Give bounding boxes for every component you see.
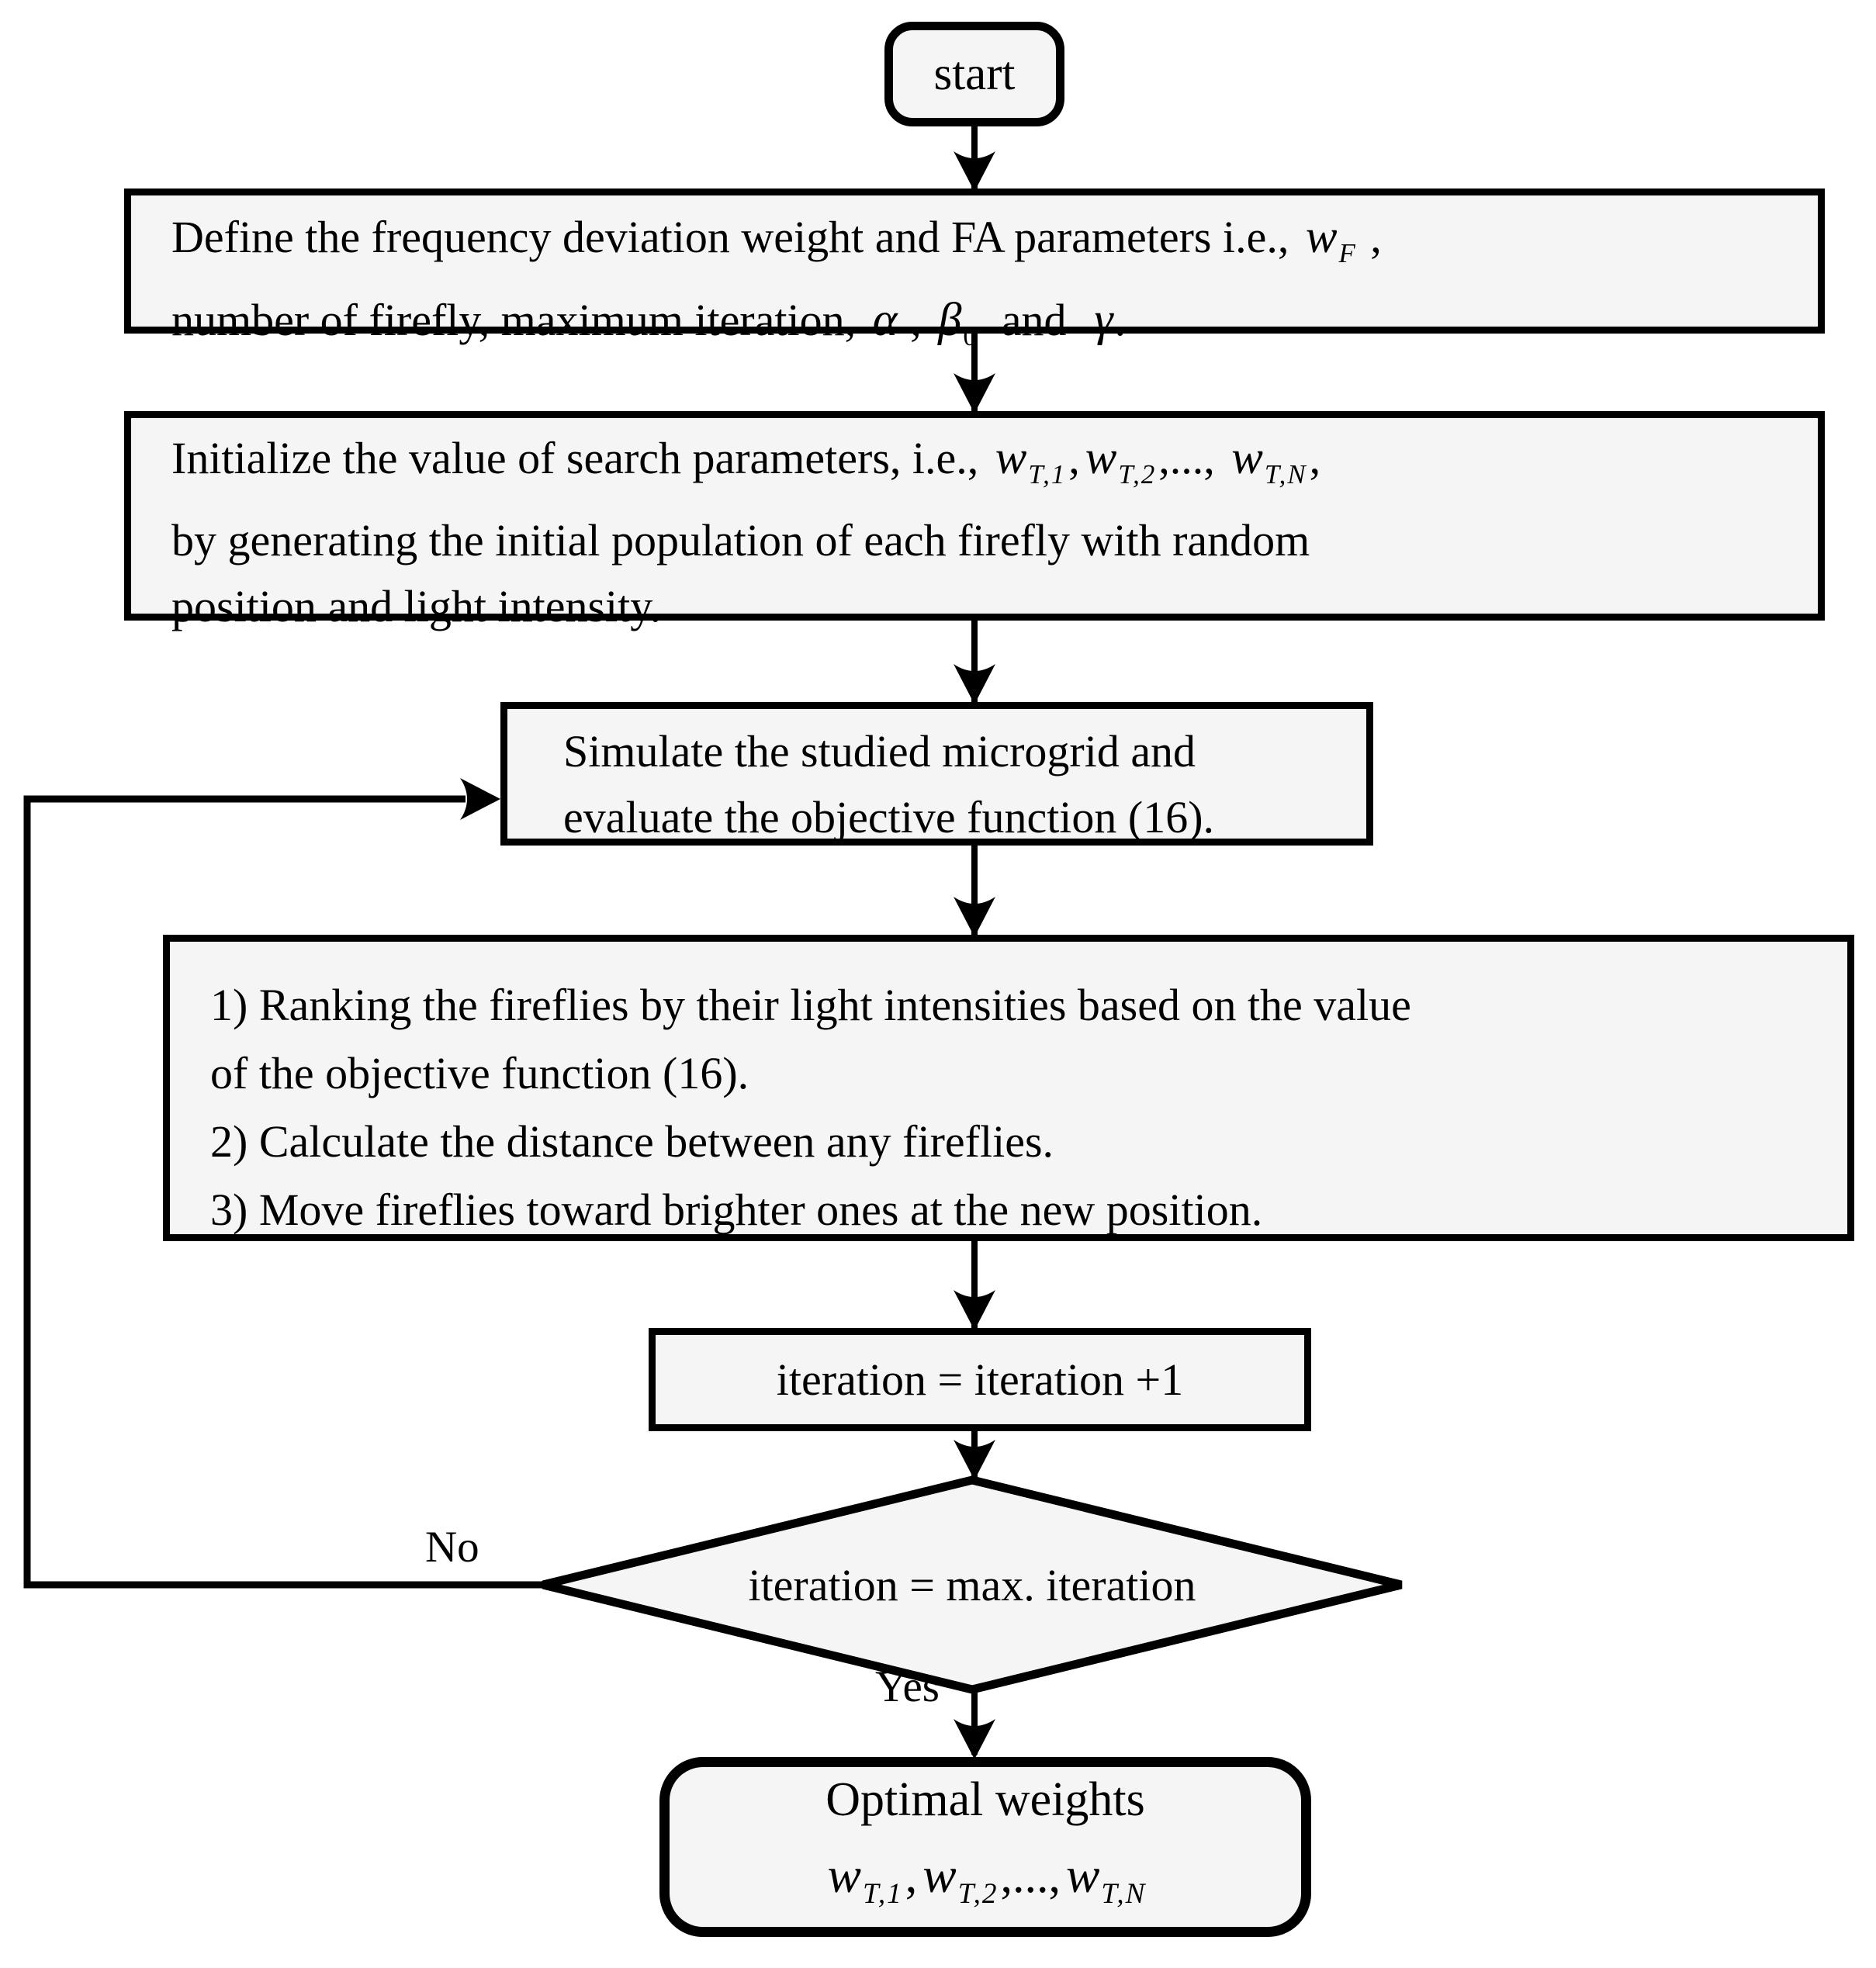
initialize-line2: by generating the initial population of … — [171, 515, 1310, 566]
arrowhead-optimal — [954, 1719, 995, 1759]
math-sub-TN: T,N — [1101, 1878, 1147, 1911]
text-run: Define the frequency deviation weight an… — [171, 212, 1300, 262]
node-simulate-microgrid: Simulate the studied microgrid and evalu… — [500, 702, 1373, 846]
text-run: ,..., — [1158, 433, 1227, 483]
math-sub-F: F — [1338, 238, 1357, 269]
math-sub-T1: T,1 — [862, 1878, 903, 1911]
no-label: No — [425, 1523, 479, 1572]
ranking-line3: 2) Calculate the distance between any fi… — [210, 1116, 1054, 1167]
math-sub-T1: T,1 — [1028, 459, 1067, 490]
math-var-w: w — [995, 432, 1027, 484]
node-start: start — [884, 22, 1064, 126]
text-run: ,..., — [1000, 1849, 1061, 1903]
text-run: and — [978, 295, 1089, 346]
text-run: . — [1114, 295, 1127, 346]
text-run: , — [1068, 433, 1080, 483]
math-var-w: w — [1085, 432, 1117, 484]
math-sub-TN: T,N — [1264, 459, 1307, 490]
yes-label: Yes — [875, 1662, 940, 1711]
math-var-w: w — [1305, 211, 1338, 263]
arrowhead-define — [954, 151, 995, 192]
arrowhead-iteration — [954, 1290, 995, 1330]
math-var-w: w — [1231, 432, 1263, 484]
math-var-gamma: γ — [1094, 294, 1113, 347]
no-return-arrowhead — [460, 778, 500, 820]
ranking-line1: 1) Ranking the fireflies by their light … — [210, 980, 1411, 1030]
math-sub-zero: 0 — [963, 321, 977, 352]
define-line1: Define the frequency deviation weight an… — [171, 204, 1799, 287]
text-run: , — [1359, 212, 1382, 262]
ranking-line2: of the objective function (16). — [210, 1048, 749, 1098]
ranking-line4: 3) Move fireflies toward brighter ones a… — [210, 1185, 1263, 1235]
math-var-w: w — [922, 1847, 957, 1904]
math-sub-T2: T,2 — [957, 1878, 999, 1911]
simulate-line1: Simulate the studied microgrid and — [563, 726, 1196, 776]
arrowhead-decision — [954, 1440, 995, 1480]
arrowhead-init — [954, 373, 995, 413]
iteration-label: iteration = iteration +1 — [776, 1354, 1184, 1405]
node-iteration-increment: iteration = iteration +1 — [649, 1328, 1311, 1431]
node-define-parameters: Define the frequency deviation weight an… — [124, 188, 1825, 351]
node-firefly-operations: 1) Ranking the fireflies by their light … — [163, 935, 1854, 1241]
math-var-w: w — [1066, 1847, 1100, 1904]
arrowhead-rank — [954, 897, 995, 937]
start-label: start — [933, 47, 1016, 100]
text-run: , — [898, 295, 933, 346]
no-return-line — [23, 795, 543, 1589]
text-run: , — [905, 1849, 918, 1903]
node-optimal-weights: Optimal weights wT,1,wT,2,...,wT,N — [659, 1757, 1311, 1937]
text-run: number of firefly, maximum iteration, — [171, 295, 867, 346]
initialize-line1: Initialize the value of search parameter… — [171, 425, 1799, 507]
decision-diamond — [542, 1475, 1403, 1694]
text-run: , — [1309, 433, 1321, 483]
define-line2: number of firefly, maximum iteration, α … — [171, 287, 1799, 370]
node-initialize-parameters: Initialize the value of search parameter… — [124, 411, 1825, 631]
simulate-line2: evaluate the objective function (16). — [563, 792, 1215, 842]
math-var-w: w — [827, 1847, 861, 1904]
arrowhead-simulate — [954, 664, 995, 704]
optimal-title: Optimal weights — [826, 1773, 1145, 1826]
flow-arrowheads — [954, 151, 995, 1759]
text-run: Initialize the value of search parameter… — [171, 433, 990, 483]
math-sub-T2: T,2 — [1118, 459, 1157, 490]
math-var-alpha: α — [872, 294, 898, 347]
math-var-beta: β — [938, 294, 962, 347]
optimal-formula: wT,1,wT,2,...,wT,N — [822, 1838, 1149, 1932]
initialize-line3: position and light intensity. — [171, 581, 662, 632]
